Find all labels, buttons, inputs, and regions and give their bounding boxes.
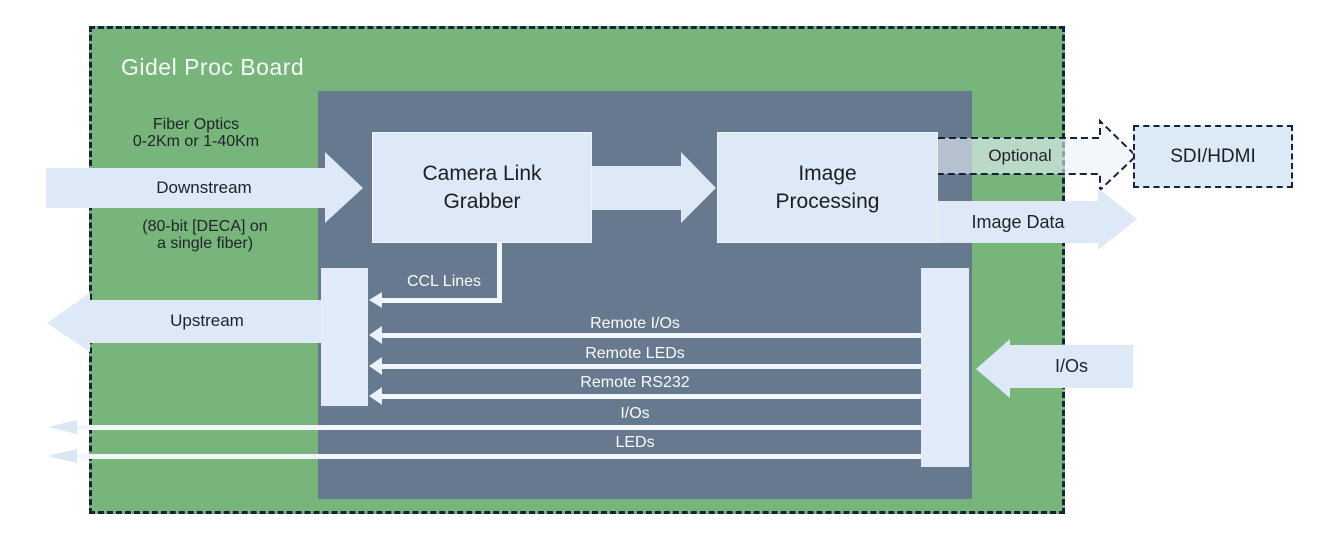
ccl-lines-arrowhead-icon xyxy=(369,292,382,308)
remote-rs232-label: Remote RS232 xyxy=(580,374,690,391)
ios-input-label: I/Os xyxy=(1054,356,1088,376)
optional-label: Optional xyxy=(988,146,1052,165)
remote-leds-label: Remote LEDs xyxy=(585,345,685,362)
clg-line2: Grabber xyxy=(443,189,521,213)
sdi-hdmi-label: SDI/HDMI xyxy=(1170,145,1256,167)
leds-line xyxy=(77,454,921,459)
remote-ios-label: Remote I/Os xyxy=(590,315,680,332)
grabber-to-processing-arrow xyxy=(592,166,681,210)
ip-line1: Image xyxy=(798,161,857,185)
ios-input-arrow xyxy=(1010,345,1133,388)
ios-input-arrowhead-icon xyxy=(976,339,1010,398)
clg-line1: Camera Link xyxy=(422,161,542,185)
upstream-label: Upstream xyxy=(170,311,244,330)
ip-line2: Processing xyxy=(775,189,880,213)
ios-line xyxy=(77,425,921,430)
fiber-optics-line2: 0-2Km or 1-40Km xyxy=(132,133,260,150)
right-connector-bar xyxy=(921,268,969,467)
optional-dashed-arrow xyxy=(938,118,1138,193)
grabber-to-processing-arrowhead-icon xyxy=(681,152,716,223)
sdi-hdmi-block: SDI/HDMI xyxy=(1133,125,1293,188)
image-data-label: Image Data xyxy=(971,211,1065,232)
deca-line1: (80-bit [DECA] on xyxy=(142,218,268,235)
fiber-optics-line1: Fiber Optics xyxy=(152,116,240,133)
upstream-arrow xyxy=(90,300,321,343)
downstream-arrowhead-icon xyxy=(325,152,363,223)
remote-ios-arrowhead-icon xyxy=(369,326,382,344)
ios-arrowhead-icon xyxy=(48,420,77,434)
ccl-lines-horizontal-segment xyxy=(382,298,500,303)
camera-link-grabber-block: Camera Link Grabber xyxy=(372,132,592,243)
deca-line2: a single fiber) xyxy=(156,235,254,252)
remote-rs232-arrowhead-icon xyxy=(369,387,382,405)
deca-note: (80-bit [DECA] on a single fiber) xyxy=(115,218,295,252)
downstream-arrow xyxy=(46,168,325,208)
upstream-arrowhead-icon xyxy=(47,293,90,352)
image-data-arrow xyxy=(938,201,1098,243)
remote-ios-line xyxy=(382,333,921,338)
remote-leds-line xyxy=(382,364,921,369)
left-connector-bar xyxy=(321,268,368,406)
leds-label: LEDs xyxy=(615,434,655,451)
remote-leds-arrowhead-icon xyxy=(369,357,382,375)
ios-label: I/Os xyxy=(620,405,650,422)
ccl-lines-vertical-segment xyxy=(497,243,502,303)
remote-rs232-line xyxy=(382,394,921,399)
fiber-optics-note: Fiber Optics 0-2Km or 1-40Km xyxy=(106,116,286,150)
downstream-label: Downstream xyxy=(156,178,252,197)
board-title: Gidel Proc Board xyxy=(121,54,305,80)
leds-arrowhead-icon xyxy=(48,449,77,463)
image-data-arrowhead-icon xyxy=(1098,188,1137,250)
image-processing-block: Image Processing xyxy=(717,132,938,243)
ccl-lines-label: CCL Lines xyxy=(406,273,482,290)
